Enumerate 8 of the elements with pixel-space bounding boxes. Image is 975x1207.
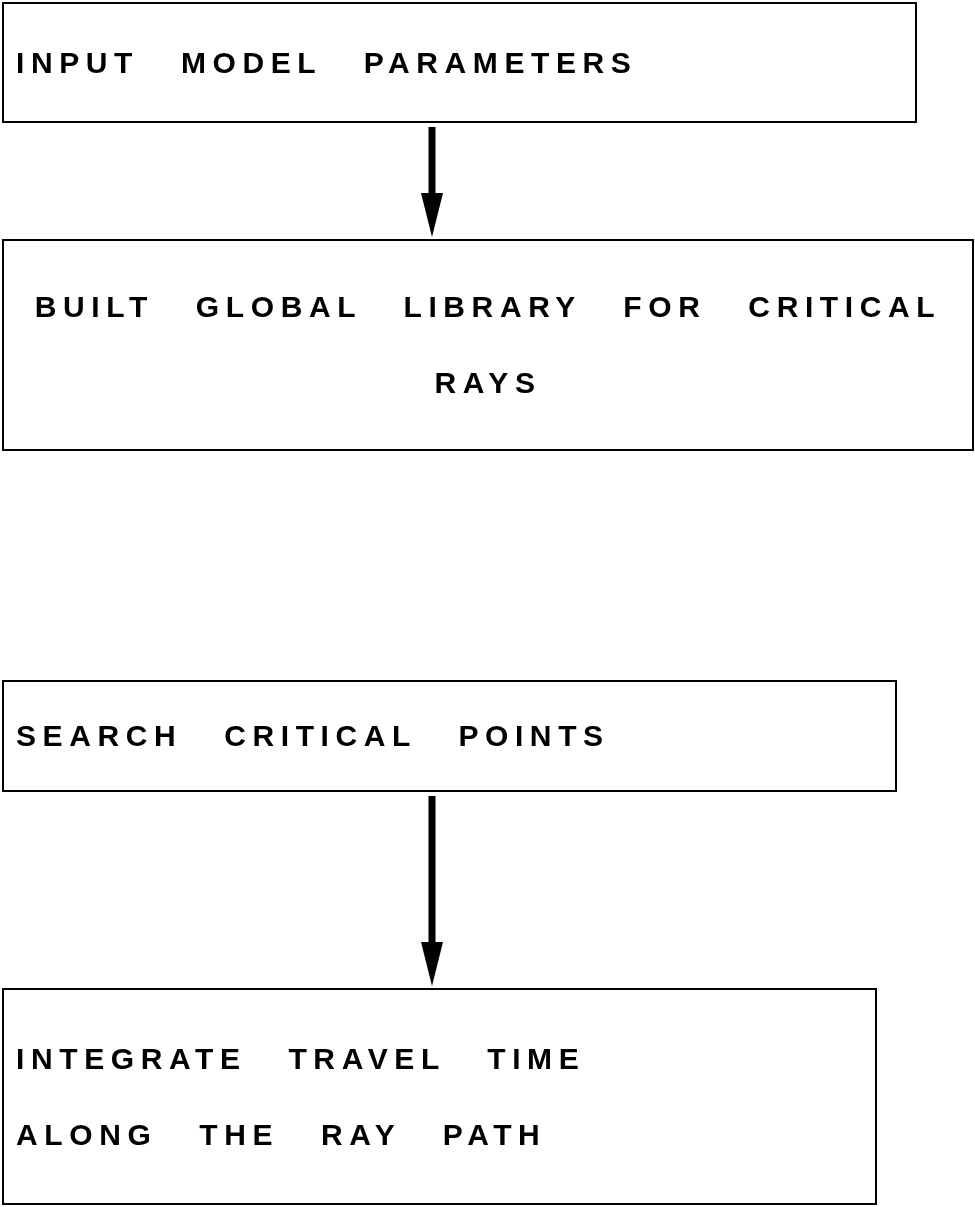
process-box xyxy=(2,239,974,451)
box-label: SEARCH CRITICAL POINTS xyxy=(16,718,611,754)
process-box xyxy=(2,680,897,792)
box-label: INTEGRATE TRAVEL TIME ALONG THE RAY PATH xyxy=(16,1040,587,1153)
process-box xyxy=(2,2,917,123)
box-label: BUILT GLOBAL LIBRARY FOR CRITICAL RAYS xyxy=(33,289,943,401)
box-label: INPUT MODEL PARAMETERS xyxy=(16,44,639,81)
process-box xyxy=(2,988,877,1205)
